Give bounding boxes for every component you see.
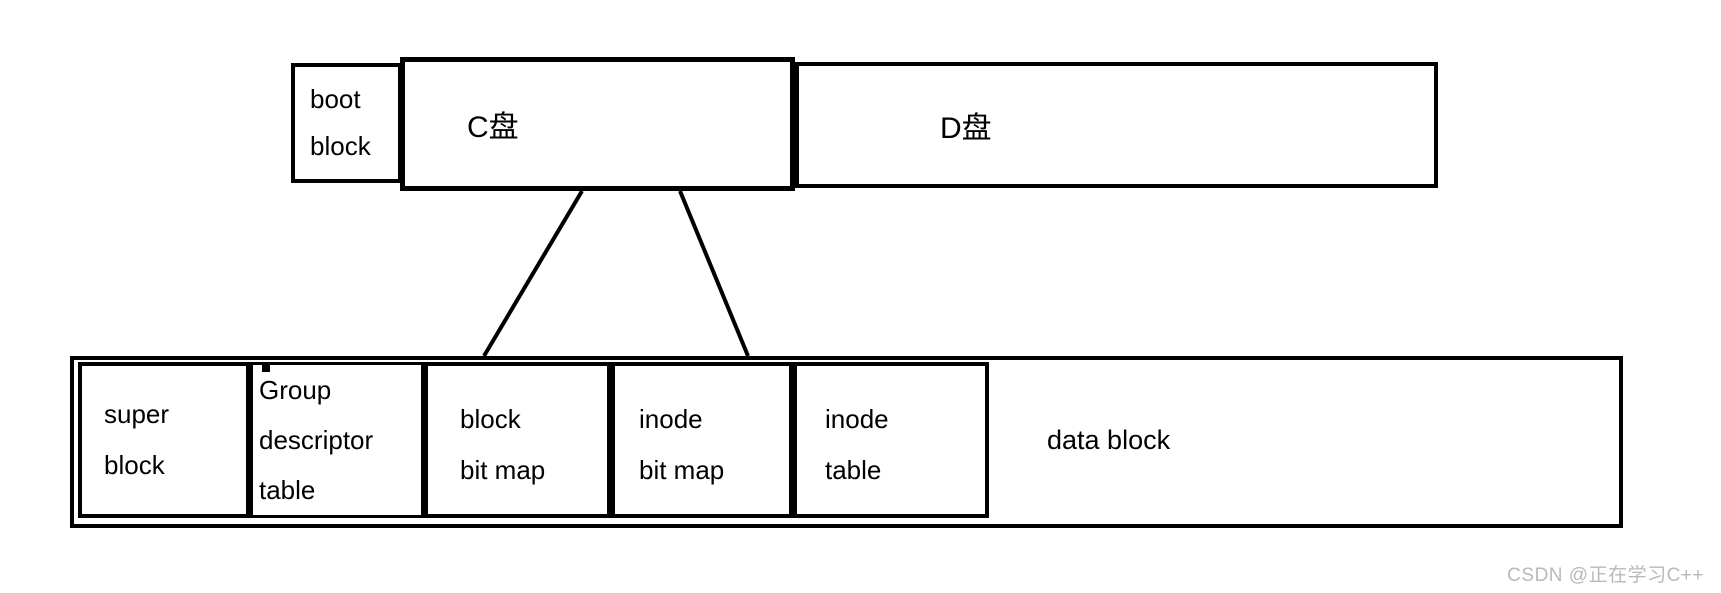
d-drive-box: D盘	[795, 62, 1438, 188]
connector-line-right	[678, 190, 750, 357]
marker-dot	[262, 364, 270, 372]
d-drive-label: D盘	[940, 112, 992, 145]
c-drive-box: C盘	[400, 57, 795, 191]
connector-line-left	[482, 189, 584, 358]
c-drive-label: C盘	[467, 111, 519, 144]
csdn-watermark: CSDN @正在学习C++	[1507, 565, 1704, 586]
data-block-region: data block	[989, 362, 1619, 518]
data-block-label: data block	[1047, 424, 1171, 455]
